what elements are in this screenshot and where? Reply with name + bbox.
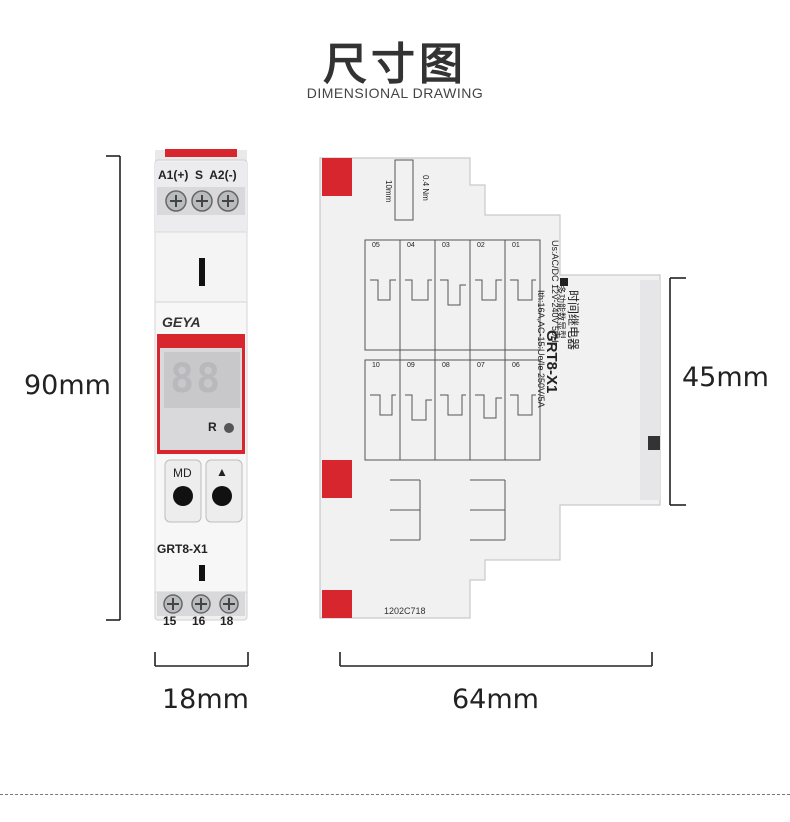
terminal-screws-top — [165, 190, 239, 212]
function-03: 03 — [442, 242, 450, 249]
function-10: 10 — [372, 362, 380, 369]
function-06: 06 — [512, 362, 520, 369]
md-button-label: MD — [173, 466, 192, 480]
bottom-terminal-15: 15 — [163, 614, 177, 628]
function-07: 07 — [477, 362, 485, 369]
terminal-screws-bottom — [163, 594, 239, 614]
function-02: 02 — [477, 242, 485, 249]
reset-label: R — [208, 420, 217, 434]
top-terminal-labels: A1(+) S A2(-) — [158, 168, 237, 182]
strip-length-label: 10mm — [384, 180, 393, 203]
brand-logo: GEYA — [162, 314, 201, 330]
page-subtitle: DIMENSIONAL DRAWING — [306, 85, 484, 101]
page-title: 尺寸图 — [323, 39, 467, 90]
function-diagrams — [364, 159, 541, 541]
bottom-terminal-16: 16 — [192, 614, 206, 628]
serial-number: 1202C718 — [384, 606, 426, 616]
seven-segment-display: 88 — [170, 356, 223, 402]
function-09: 09 — [407, 362, 415, 369]
function-01: 01 — [512, 242, 520, 249]
dimension-width-label: 18mm — [162, 684, 249, 715]
side-view — [319, 157, 661, 619]
dashed-divider — [0, 794, 790, 795]
md-button[interactable] — [172, 480, 194, 510]
up-button-label: ▲ — [216, 465, 228, 479]
side-spec-ith: Ith:16A,AC-15:Ue/Ie 250V/5A — [536, 290, 546, 408]
dimension-height-label: 90mm — [24, 370, 111, 401]
side-spec-us: Us:AC/DC 12V-240V 50Hz — [550, 240, 560, 348]
bottom-terminal-18: 18 — [220, 614, 234, 628]
dimension-depth-label: 64mm — [452, 684, 539, 715]
front-view — [154, 149, 248, 621]
function-04: 04 — [407, 242, 415, 249]
dimension-lines — [106, 155, 686, 667]
torque-label: 0.4 Nm — [421, 175, 430, 201]
function-08: 08 — [442, 362, 450, 369]
front-model-label: GRT8-X1 — [157, 542, 208, 556]
dimension-face-depth-label: 45mm — [682, 362, 769, 393]
function-05: 05 — [372, 242, 380, 249]
up-button[interactable] — [211, 480, 233, 510]
